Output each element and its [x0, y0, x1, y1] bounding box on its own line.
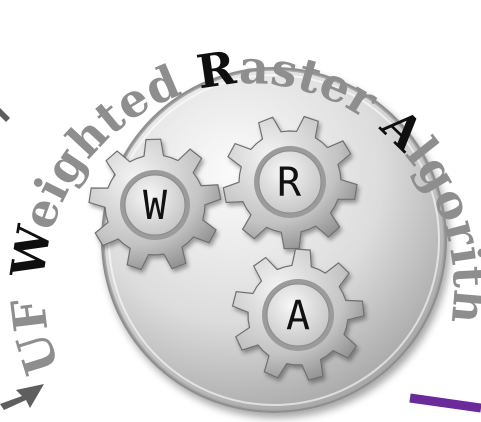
gear-letter-r: R: [277, 160, 302, 206]
gear-letter-a: A: [286, 293, 310, 339]
gear-hub: [124, 174, 186, 236]
gear-w: [88, 138, 222, 271]
gear-hub: [266, 283, 330, 347]
gear-letter-w: W: [143, 183, 168, 229]
purple-accent-line: [409, 393, 481, 413]
ring-text-part1: UF: [1, 280, 70, 381]
arrow-bottom-left-icon: [0, 384, 44, 410]
gear-hub: [258, 150, 322, 214]
arrow-top-left-icon: [0, 108, 10, 122]
gear-r: [222, 115, 358, 250]
gear-a: [231, 248, 365, 381]
ring-initial-r: R: [193, 40, 240, 99]
